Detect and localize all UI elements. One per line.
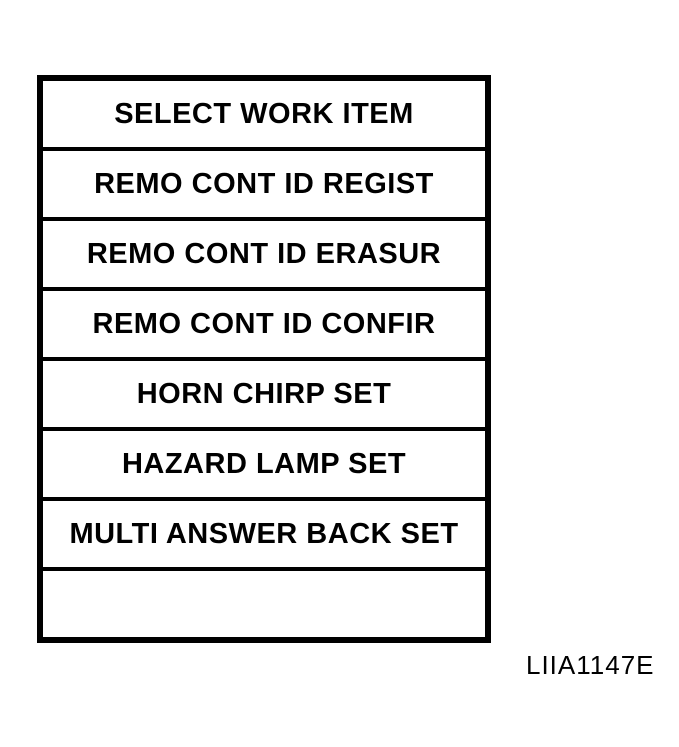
menu-item-label: REMO CONT ID REGIST <box>94 167 434 200</box>
menu-item-remo-cont-id-confir[interactable]: REMO CONT ID CONFIR <box>43 291 485 361</box>
menu-item-label: HORN CHIRP SET <box>136 377 392 410</box>
menu-item-horn-chirp-set[interactable]: HORN CHIRP SET <box>43 361 485 431</box>
menu-item-multi-answer-back-set[interactable]: MULTI ANSWER BACK SET <box>43 501 485 571</box>
menu-header-row: SELECT WORK ITEM <box>43 81 485 151</box>
menu-item-label: HAZARD LAMP SET <box>121 447 407 480</box>
menu-item-empty <box>43 571 485 637</box>
menu-header-label: SELECT WORK ITEM <box>114 97 414 130</box>
menu-item-label: REMO CONT ID CONFIR <box>92 307 436 340</box>
figure-code-label: LIIA1147E <box>526 650 655 680</box>
menu-item-label: MULTI ANSWER BACK SET <box>69 517 459 550</box>
menu-item-remo-cont-id-regist[interactable]: REMO CONT ID REGIST <box>43 151 485 221</box>
menu-item-label: REMO CONT ID ERASUR <box>86 237 442 270</box>
menu-item-remo-cont-id-erasur[interactable]: REMO CONT ID ERASUR <box>43 221 485 291</box>
select-work-item-menu: SELECT WORK ITEM REMO CONT ID REGIST REM… <box>37 75 491 643</box>
menu-item-hazard-lamp-set[interactable]: HAZARD LAMP SET <box>43 431 485 501</box>
